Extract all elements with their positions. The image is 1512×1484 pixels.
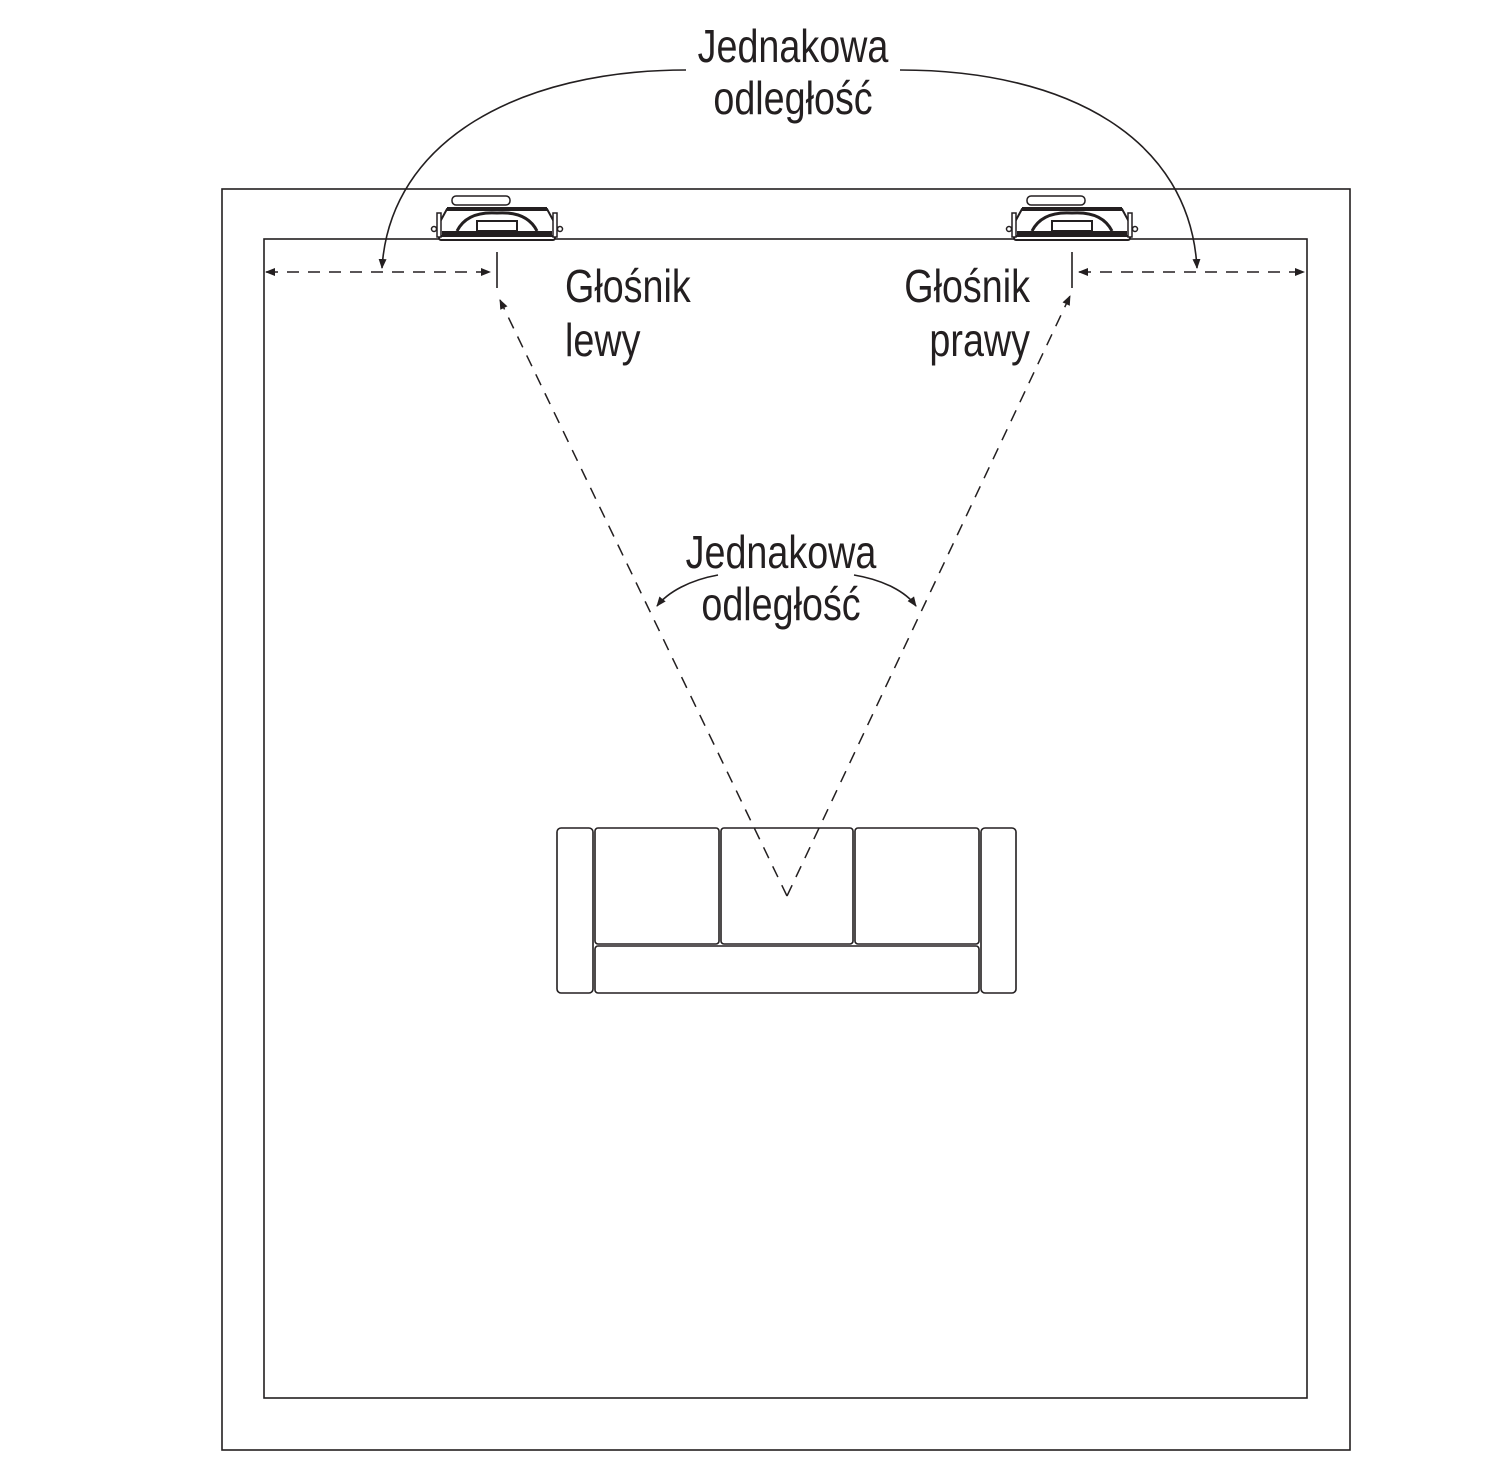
right-speaker-label-line1: Głośnik [904,260,1031,311]
right-speaker-label-line2: prawy [929,314,1030,365]
top-distance-label-line2: odległość [713,72,872,123]
right-speaker-icon [1004,194,1140,242]
left-speaker-label-line1: Głośnik [565,260,692,311]
center-right-arc-arrow [853,574,917,607]
sofa [556,827,1017,994]
center-left-arc-arrow [656,574,719,607]
left-speaker-icon [429,194,565,242]
inner-wall [263,238,1308,1399]
outer-wall [221,188,1351,1451]
center-distance-label-line2: odległość [701,578,860,629]
center-distance-label-line1: Jednakowa [686,526,877,577]
left-listening-line [499,299,788,897]
top-left-arc-arrow [378,69,687,269]
left-speaker-label-line2: lewy [565,314,640,365]
right-listening-line [786,295,1071,897]
top-right-arc-arrow [899,69,1201,269]
top-distance-label-line1: Jednakowa [698,20,889,71]
